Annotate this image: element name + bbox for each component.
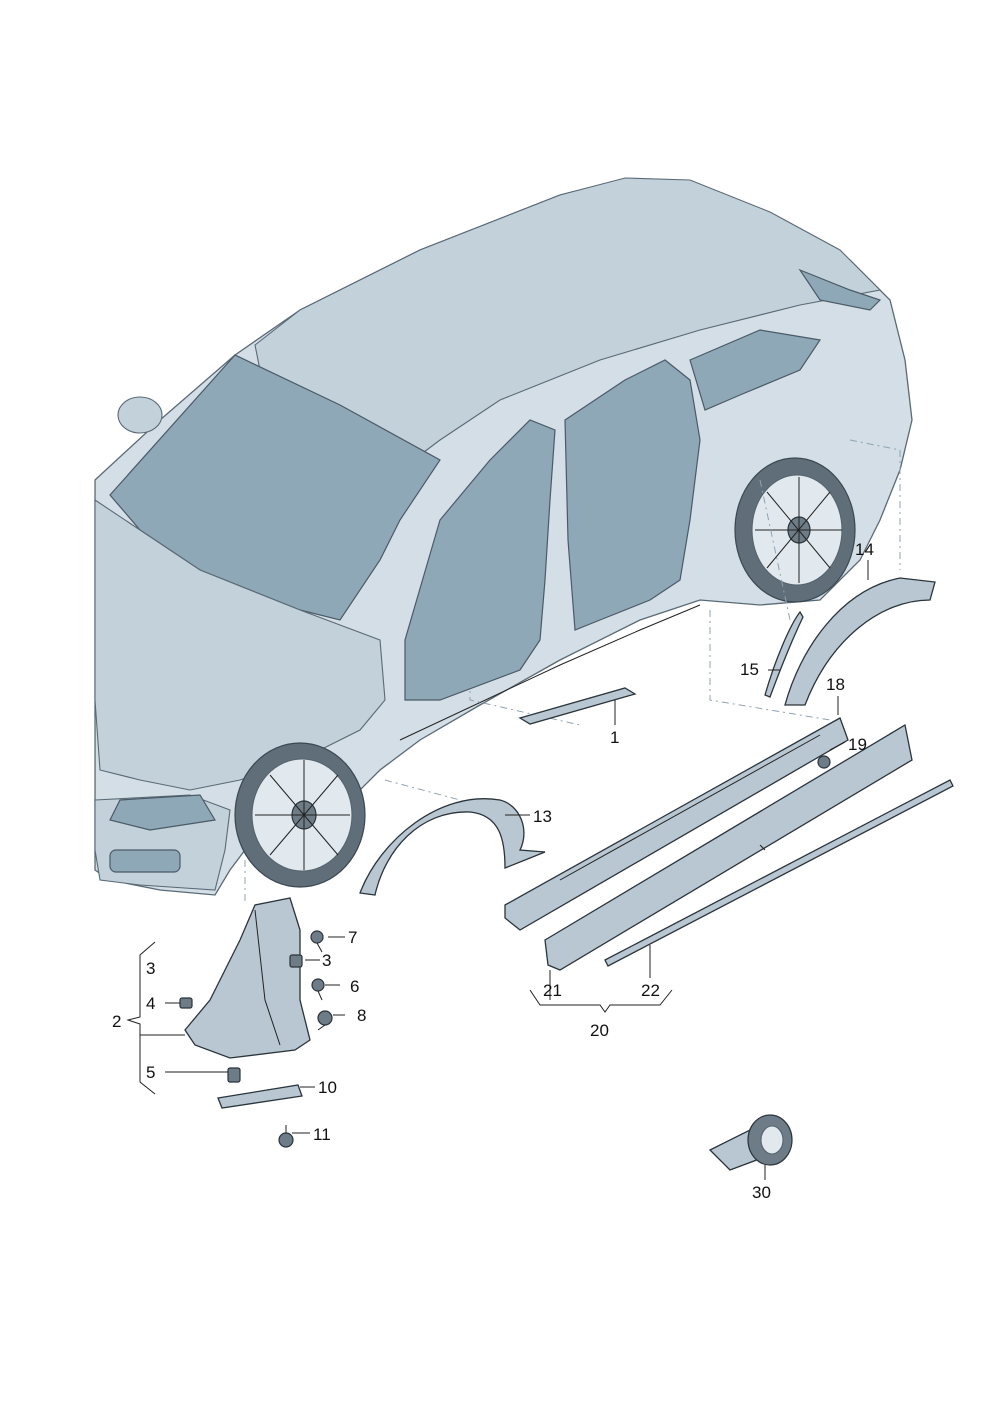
label-3: 3 — [146, 959, 155, 978]
label-18: 18 — [826, 675, 845, 694]
label-10: 10 — [318, 1078, 337, 1097]
label-20: 20 — [590, 1021, 609, 1040]
label-2: 2 — [112, 1012, 121, 1031]
label-6: 6 — [350, 977, 359, 996]
part-11-screw — [278, 1125, 294, 1148]
label-7: 7 — [348, 928, 357, 947]
rear-wheel — [734, 457, 856, 603]
label-4: 4 — [146, 994, 155, 1013]
label-3: 3 — [322, 951, 331, 970]
part-22-trim-rail — [604, 779, 954, 967]
label-19: 19 — [848, 735, 867, 754]
label-15: 15 — [740, 660, 759, 679]
part-30-adhesive-tape — [708, 1114, 793, 1171]
part-10-bracket — [217, 1084, 303, 1109]
label-30: 30 — [752, 1183, 771, 1202]
label-5: 5 — [146, 1063, 155, 1082]
leader-lines — [126, 560, 869, 1180]
part-18-sill-panel — [504, 717, 849, 931]
part-14-rear-arch-trim — [784, 577, 936, 706]
part-21-side-skirt — [544, 723, 913, 971]
car-illustration — [94, 177, 913, 896]
part-4-clip — [179, 997, 193, 1009]
part-15-trim-strip — [764, 610, 804, 698]
label-13: 13 — [533, 807, 552, 826]
part-19-clip — [817, 755, 831, 769]
part-1-sill-trim — [518, 687, 637, 725]
label-8: 8 — [357, 1006, 366, 1025]
part-8-screw — [317, 1010, 333, 1031]
label-22: 22 — [641, 981, 660, 1000]
part-6-screw — [311, 978, 325, 1001]
label-11: 11 — [313, 1125, 331, 1144]
label-14: 14 — [855, 540, 874, 559]
part-7-screw — [310, 930, 324, 953]
part-13-front-arch-trim — [359, 798, 546, 896]
part-2-wheel-housing-liner — [184, 897, 311, 1059]
part-5-clip — [227, 1067, 241, 1083]
label-21: 21 — [543, 981, 562, 1000]
part-labels: 1 2 3 3 4 5 6 7 8 10 11 13 14 15 18 19 2… — [112, 540, 874, 1202]
part-3-clip — [289, 954, 303, 968]
label-1: 1 — [610, 728, 619, 747]
front-wheel — [234, 742, 366, 888]
